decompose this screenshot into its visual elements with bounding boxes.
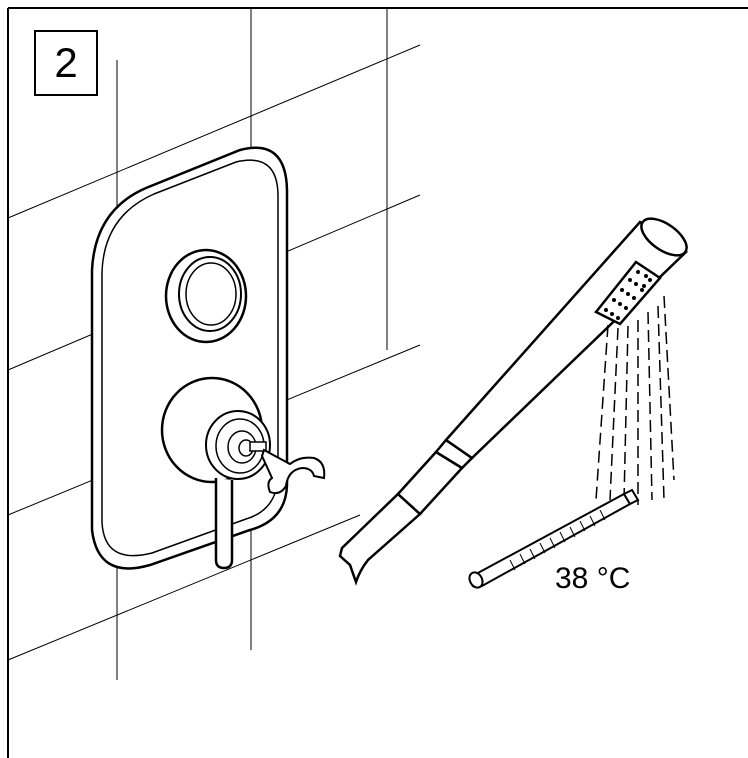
step-number-box: 2 (34, 30, 98, 96)
shower-head-holes (604, 270, 652, 320)
thermometer-icon (467, 490, 638, 590)
shower-holder-icon (262, 450, 324, 493)
water-spray (596, 296, 674, 505)
temperature-label: 38 °C (555, 562, 631, 595)
frame (8, 8, 748, 758)
shower-valve-icon (92, 148, 287, 569)
step-number: 2 (54, 39, 78, 86)
hand-shower-icon (340, 211, 693, 582)
